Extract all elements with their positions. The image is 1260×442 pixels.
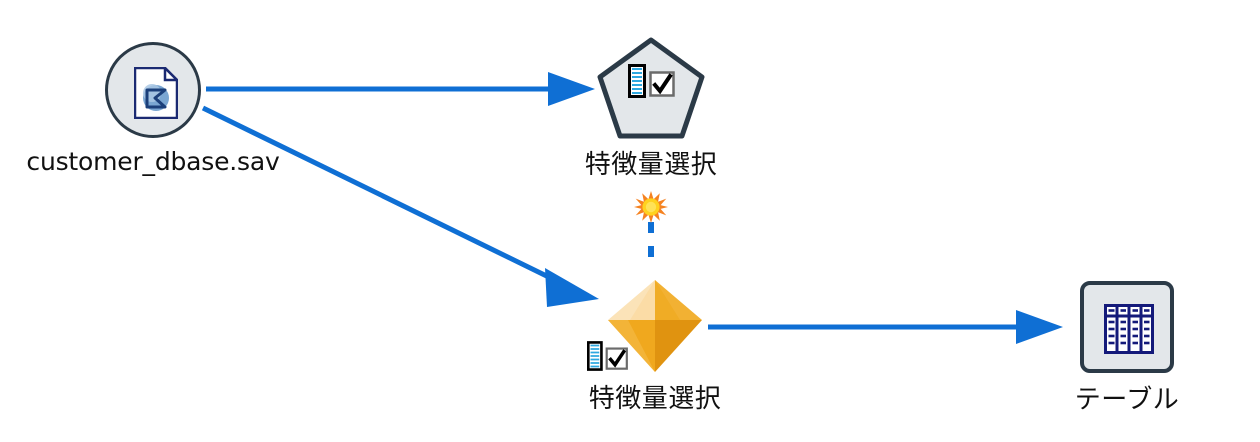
sparkle-icon (634, 191, 668, 223)
node-feature-selection-modeling-label: 特徴量選択 (584, 150, 718, 180)
link-source-to-nugget[interactable] (201, 105, 599, 307)
node-source-label: customer_dbase.sav (26, 147, 280, 176)
node-feature-selection-nugget-label: 特徴量選択 (588, 384, 722, 414)
link-source-to-pentagon[interactable] (206, 72, 595, 106)
link-nugget-to-table[interactable] (708, 310, 1063, 344)
table-grid-icon (1104, 304, 1154, 354)
table-node-square[interactable] (1080, 281, 1174, 373)
source-node-circle[interactable] (105, 42, 201, 138)
spss-sav-file-icon (134, 67, 178, 119)
node-table-output-label: テーブル (1074, 385, 1180, 415)
nugget-node-shape[interactable] (587, 278, 710, 374)
pentagon-node-shape[interactable] (596, 36, 706, 140)
